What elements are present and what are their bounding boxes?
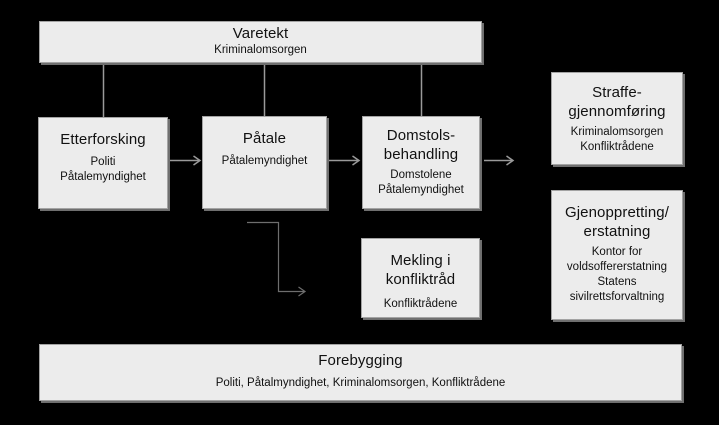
box-straffegjennomforing: Straffe- gjennomføring Kriminalomsorgen … xyxy=(551,72,683,165)
title-line: behandling xyxy=(383,146,459,163)
box-mekling-subtitle: Konfliktrådene xyxy=(384,297,458,312)
box-gjenoppretting-subtitle: Kontor for voldsoffererstatning Statens … xyxy=(567,245,667,305)
title-line: Etterforsking xyxy=(60,131,146,148)
box-mekling-title: Mekling i konfliktråd xyxy=(386,251,455,289)
box-forebygging-title: Forebygging xyxy=(318,351,403,370)
box-patale: Påtale Påtalemyndighet xyxy=(202,116,327,209)
box-straffegjennomforing-title: Straffe- gjennomføring xyxy=(568,83,665,121)
arrow-etterforsking-patale xyxy=(169,155,202,166)
subtitle-line: sivilrettsforvaltning xyxy=(569,291,665,303)
arrow-patale-domstolsbehandling xyxy=(328,155,361,166)
box-gjenoppretting: Gjenoppretting/ erstatning Kontor for vo… xyxy=(551,190,683,320)
box-varetekt-subtitle: Kriminalomsorgen xyxy=(214,43,307,57)
arrow-patale-mekling xyxy=(247,221,307,297)
box-gjenoppretting-title: Gjenoppretting/ erstatning xyxy=(565,203,669,241)
subtitle-line: Påtalemyndighet xyxy=(221,155,308,167)
subtitle-line: Politi xyxy=(90,156,116,168)
box-patale-subtitle: Påtalemyndighet xyxy=(222,154,308,169)
subtitle-line: Påtalemyndighet xyxy=(378,184,464,196)
title-line: erstatning xyxy=(583,223,651,240)
title-line: Domstols- xyxy=(386,127,456,144)
box-straffegjennomforing-subtitle: Kriminalomsorgen Konfliktrådene xyxy=(571,125,664,155)
box-etterforsking-subtitle: Politi Påtalemyndighet xyxy=(60,155,146,185)
subtitle-line: Kontor for xyxy=(591,246,643,258)
title-line: Straffe- xyxy=(592,84,642,101)
subtitle-line: Konfliktrådene xyxy=(580,141,654,153)
title-line: konfliktråd xyxy=(385,271,456,288)
subtitle-line: Konfliktrådene xyxy=(383,298,458,310)
box-etterforsking: Etterforsking Politi Påtalemyndighet xyxy=(38,117,168,209)
box-domstolsbehandling: Domstols- behandling Domstolene Påtalemy… xyxy=(362,116,480,209)
title-line: Mekling i xyxy=(390,252,451,269)
box-varetekt: Varetekt Kriminalomsorgen xyxy=(39,21,482,63)
box-domstolsbehandling-title: Domstols- behandling xyxy=(384,126,458,164)
box-forebygging-subtitle: Politi, Påtalmyndighet, Kriminalomsorgen… xyxy=(216,376,506,391)
subtitle-line: Domstolene xyxy=(390,169,452,181)
box-domstolsbehandling-subtitle: Domstolene Påtalemyndighet xyxy=(378,168,464,198)
arrow-domstolsbehandling-straffegjennomforing xyxy=(484,155,515,166)
title-line: Påtale xyxy=(242,130,287,147)
title-line: Forebygging xyxy=(318,352,403,369)
box-patale-title: Påtale xyxy=(243,129,286,148)
subtitle-line: Påtalemyndighet xyxy=(60,171,146,183)
box-varetekt-title: Varetekt xyxy=(233,25,289,43)
title-line: Varetekt xyxy=(232,25,289,42)
subtitle-line: Kriminalomsorgen xyxy=(570,126,664,138)
subtitle-line: Kriminalomsorgen xyxy=(214,44,307,56)
title-line: Gjenoppretting/ xyxy=(564,204,670,221)
box-mekling: Mekling i konfliktråd Konfliktrådene xyxy=(361,238,480,318)
subtitle-line: voldsoffererstatning xyxy=(566,261,668,273)
box-forebygging: Forebygging Politi, Påtalmyndighet, Krim… xyxy=(39,344,682,401)
subtitle-line: Statens xyxy=(597,276,637,288)
subtitle-line: Politi, Påtalmyndighet, Kriminalomsorgen… xyxy=(215,377,506,389)
box-etterforsking-title: Etterforsking xyxy=(60,130,146,149)
title-line: gjennomføring xyxy=(568,103,666,120)
